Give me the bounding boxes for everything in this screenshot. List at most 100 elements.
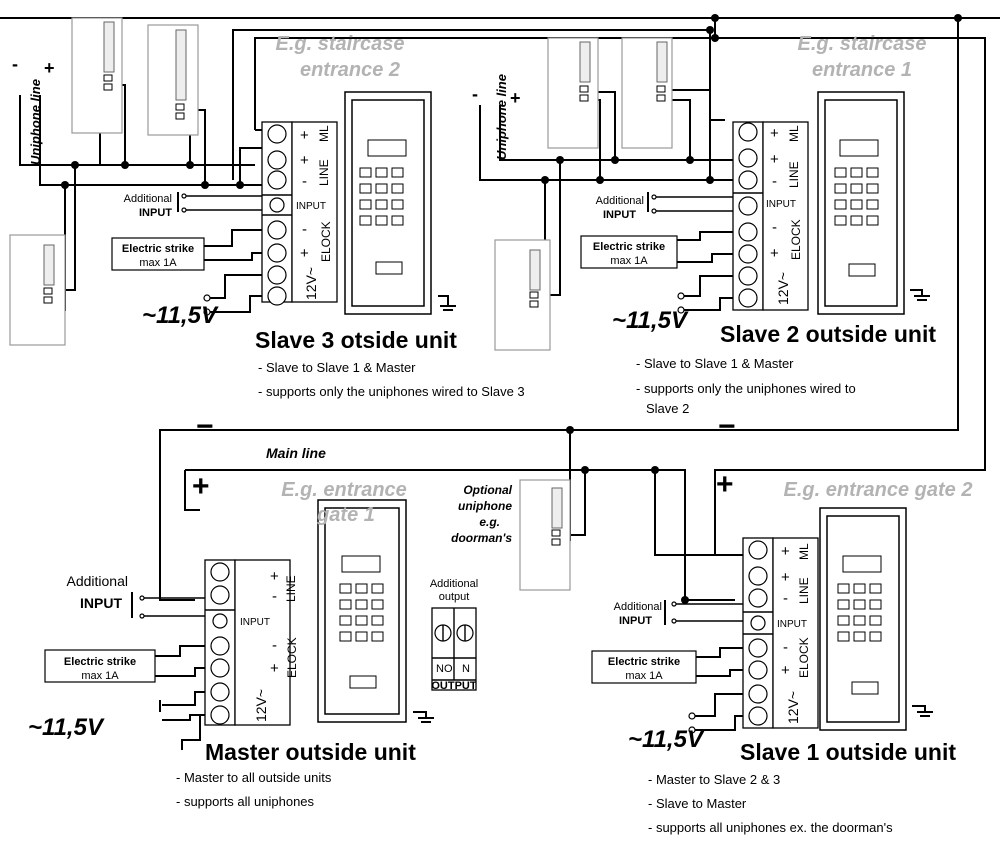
master-output-no: NO bbox=[436, 663, 453, 675]
slave1-note-2: - Slave to Master bbox=[648, 796, 747, 811]
slave2-line-plus: + bbox=[770, 151, 779, 168]
slave2-uniphone-plus: + bbox=[510, 88, 521, 108]
slave3-ml-label: ML bbox=[317, 125, 331, 142]
slave2-ml-label: ML bbox=[787, 125, 801, 142]
slave3-uniphone-plus: + bbox=[44, 58, 55, 78]
slave3-unit bbox=[261, 91, 456, 315]
slave2-line-minus: - bbox=[772, 173, 777, 190]
master-note-2: - supports all uniphones bbox=[176, 794, 315, 809]
local-wiring bbox=[131, 192, 743, 750]
master-line-minus: - bbox=[272, 588, 277, 605]
slave2-elock-minus: - bbox=[772, 219, 777, 236]
slave2-line-label: LINE bbox=[787, 161, 801, 188]
slave1-ml-plus: + bbox=[781, 543, 790, 560]
slave3-keypad bbox=[359, 167, 404, 226]
slave3-strike-box bbox=[111, 237, 205, 271]
slave1-note-3: - supports all uniphones ex. the doorman… bbox=[648, 820, 893, 835]
slave2-note-2: - supports only the uniphones wired to bbox=[636, 381, 856, 396]
slave1-line-label: LINE bbox=[797, 577, 811, 604]
slave3-note-1: - Slave to Slave 1 & Master bbox=[258, 360, 416, 375]
slave3-voltage: ~11,5V bbox=[142, 302, 219, 329]
uniphone-s2-b bbox=[621, 37, 673, 149]
uniphone-s3-b bbox=[147, 24, 199, 136]
slave2-elock-label: ELOCK bbox=[789, 219, 803, 260]
master-input-label: INPUT bbox=[80, 595, 122, 611]
slave2-uniphone-minus: - bbox=[472, 84, 478, 104]
master-input-terminal: INPUT bbox=[240, 617, 270, 628]
master-polarity-plus: + bbox=[192, 470, 210, 503]
junction-dots bbox=[61, 14, 962, 604]
slave3-strike-title: Electric strike bbox=[122, 243, 194, 255]
master-output-label: OUTPUT bbox=[431, 680, 477, 692]
uniphone-s3-c bbox=[9, 234, 66, 346]
slave2-location-line2: entrance 1 bbox=[812, 59, 912, 81]
slave1-title: Slave 1 outside unit bbox=[740, 739, 956, 765]
slave1-location: E.g. entrance gate 2 bbox=[784, 479, 973, 501]
slave2-elock-plus: + bbox=[770, 245, 779, 262]
slave1-ml-label: ML bbox=[797, 543, 811, 560]
slave1-unit bbox=[742, 507, 933, 731]
master-strike-box bbox=[44, 649, 156, 683]
slave1-elock-plus: + bbox=[781, 662, 790, 679]
slave1-power-label: 12V~ bbox=[785, 691, 801, 724]
slave3-ml-plus: + bbox=[300, 127, 309, 144]
slave3-line-label: LINE bbox=[317, 159, 331, 186]
optional-uniphone-1: Optional bbox=[463, 483, 512, 497]
slave1-line-plus: + bbox=[781, 569, 790, 586]
master-elock-plus: + bbox=[270, 660, 279, 677]
master-power-label: 12V~ bbox=[253, 689, 269, 722]
slave1-strike-box bbox=[591, 650, 697, 684]
slave1-polarity-plus: + bbox=[716, 468, 734, 501]
slave2-note-3: Slave 2 bbox=[646, 401, 689, 416]
master-keypad bbox=[339, 583, 384, 642]
slave1-elock-label: ELOCK bbox=[797, 637, 811, 678]
slave3-line-plus: + bbox=[300, 152, 309, 169]
slave2-polarity-minus: − bbox=[718, 410, 736, 443]
slave2-input-terminal: INPUT bbox=[766, 199, 796, 210]
uniphone-s2-c bbox=[494, 239, 551, 351]
slave3-elock-plus: + bbox=[300, 245, 309, 262]
slave3-line-minus: - bbox=[302, 173, 307, 190]
slave1-keypad bbox=[837, 583, 882, 642]
slave3-title: Slave 3 otside unit bbox=[255, 327, 457, 353]
uniphone-handsets bbox=[9, 17, 673, 591]
slave3-polarity-minus: − bbox=[196, 410, 214, 443]
master-output-n: N bbox=[462, 663, 470, 675]
slave1-input-terminal: INPUT bbox=[777, 619, 807, 630]
master-elock-label: ELOCK bbox=[285, 637, 299, 678]
slave1-note-1: - Master to Slave 2 & 3 bbox=[648, 772, 780, 787]
slave3-additional-label: Additional bbox=[124, 193, 172, 205]
slave3-power-label: 12V~ bbox=[303, 267, 319, 300]
slave3-elock-label: ELOCK bbox=[319, 221, 333, 262]
slave3-input-label: INPUT bbox=[139, 207, 172, 219]
slave2-input-label: INPUT bbox=[603, 209, 636, 221]
master-location-line1: E.g. entrance bbox=[281, 479, 407, 501]
slave3-input-terminal: INPUT bbox=[296, 201, 326, 212]
master-output-title-2: output bbox=[439, 591, 470, 603]
master-unit bbox=[204, 499, 477, 726]
slave3-uniphone-line-label: Uniphone line bbox=[28, 79, 43, 165]
slave3-location-line2: entrance 2 bbox=[300, 59, 400, 81]
slave2-uniphone-line-label: Uniphone line bbox=[494, 74, 509, 160]
slave1-elock-minus: - bbox=[783, 639, 788, 656]
slave2-keypad bbox=[834, 167, 879, 226]
optional-uniphone-4: doorman's bbox=[451, 531, 512, 545]
master-elock-minus: - bbox=[272, 637, 277, 654]
slave1-input-label: INPUT bbox=[619, 615, 652, 627]
master-location-line2: gate 1 bbox=[316, 504, 375, 526]
slave2-strike-box bbox=[580, 235, 678, 269]
master-note-1: - Master to all outside units bbox=[176, 770, 332, 785]
master-strike-max: max 1A bbox=[81, 670, 119, 682]
master-line-plus: + bbox=[270, 568, 279, 585]
optional-uniphone-2: uniphone bbox=[458, 499, 512, 513]
uniphone-doorman bbox=[519, 479, 571, 591]
slave2-additional-label: Additional bbox=[596, 195, 644, 207]
slave1-strike-title: Electric strike bbox=[608, 656, 680, 668]
slave2-strike-title: Electric strike bbox=[593, 241, 665, 253]
slave3-elock-minus: - bbox=[302, 221, 307, 238]
slave2-strike-max: max 1A bbox=[610, 255, 648, 267]
master-line-label: LINE bbox=[284, 575, 298, 602]
slave2-location-line1: E.g. staircase bbox=[798, 33, 927, 55]
master-voltage: ~11,5V bbox=[28, 714, 105, 741]
